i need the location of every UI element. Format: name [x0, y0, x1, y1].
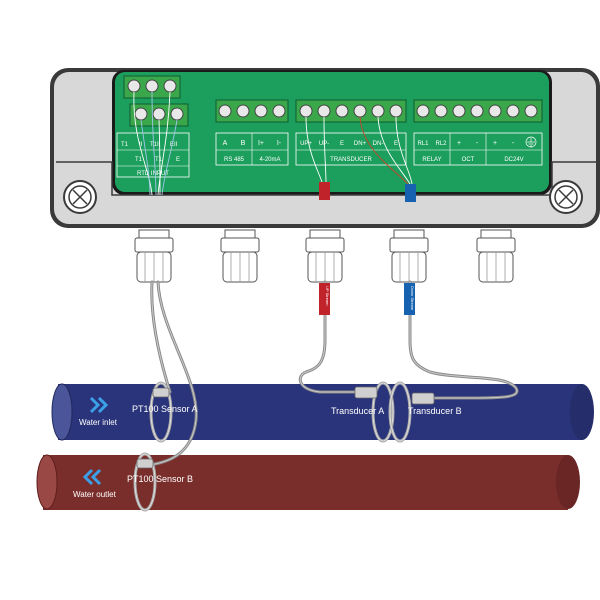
oct-group-label: OCT [462, 157, 475, 163]
downstream-tag-label: Down Stream [410, 286, 415, 311]
transducer-b-label: Transducer B [408, 406, 462, 416]
inlet-flow-arrow-icon [89, 396, 109, 414]
rtd-top-label-1: II [139, 142, 143, 148]
outlet-flow-arrow-icon [82, 468, 102, 486]
rtd-top-label-3: EII [170, 142, 178, 148]
transducer-label-4: DN- [373, 141, 384, 147]
rtd-terminal-block-top [123, 75, 181, 99]
dc-label-minus: - [512, 140, 515, 147]
pt100-sensor-a-clamp [149, 381, 173, 443]
cable-gland-5 [476, 229, 516, 283]
cable-gland-1 [134, 229, 174, 283]
cable-gland-3 [305, 229, 345, 283]
rs485-label-b: B [241, 140, 246, 147]
right-screw [549, 180, 583, 214]
rs485-ma-label-box: A B I+ I- RS 485 4-20mA [215, 132, 289, 166]
transducer-label-1: UP- [319, 141, 329, 147]
pt100-sensor-a-label: PT100 Sensor A [132, 404, 198, 414]
upstream-tag-label: UP Stream [325, 286, 330, 306]
transducer-label-0: UP+ [300, 141, 312, 147]
dc-label-plus: + [493, 140, 497, 147]
transducer-b [388, 381, 435, 443]
transducer-label-2: E [340, 141, 344, 147]
rs485-ma-terminal-block [215, 99, 289, 123]
transducer-cables [298, 280, 519, 400]
transducer-a-label: Transducer A [331, 406, 384, 416]
outlet-pipe [36, 454, 580, 510]
transducer-terminal-block [295, 99, 407, 123]
red-wire-tube [319, 182, 330, 200]
rtd-top-label-0: T1 [121, 142, 129, 148]
upstream-cable-tag: UP Stream [319, 283, 330, 315]
ma-label-minus: I- [277, 140, 282, 147]
internal-wires [133, 91, 413, 196]
device-enclosure: T1 II T1II EII T1 T1 E RTD INPUT A B I+ … [50, 68, 600, 228]
rtd-cables [148, 280, 198, 467]
downstream-cable-tag: Down Stream [404, 283, 415, 315]
relay-label-rl2: RL2 [435, 141, 447, 147]
enclosure-seam [56, 161, 596, 196]
ground-icon [525, 136, 537, 148]
transducer-group-label: TRANSDUCER [330, 157, 372, 163]
rtd-top-label-2: T1II [150, 142, 161, 148]
rtd-group-label: RTD INPUT [137, 171, 169, 177]
relay-oct-dc-terminal-block [413, 99, 543, 123]
blue-wire-tube [405, 184, 416, 202]
rs485-group-label: RS 485 [224, 157, 245, 163]
relay-group-label: RELAY [422, 157, 441, 163]
ma-label-plus: I+ [258, 140, 264, 147]
pt100-sensor-b-label: PT100 Sensor B [127, 474, 193, 484]
ma-group-label: 4-20mA [259, 157, 280, 163]
transducer-label-5: E [394, 141, 398, 147]
left-screw [63, 180, 97, 214]
rtd-bottom-label-1: T1 [155, 157, 163, 163]
inlet-label: Water inlet [79, 418, 118, 427]
outlet-label: Water outlet [73, 490, 117, 499]
cable-gland-2 [220, 229, 260, 283]
oct-label-plus: + [457, 140, 461, 147]
transducer-label-3: DN+ [354, 141, 367, 147]
relay-oct-dc-label-box: RL1 RL2 + - + - RELAY OCT DC24V [413, 132, 543, 166]
dc-group-label: DC24V [504, 157, 523, 163]
oct-label-minus: - [476, 140, 479, 147]
pt100-sensor-b-clamp [133, 452, 157, 512]
cable-gland-4 [389, 229, 429, 283]
rtd-bottom-label-0: T1 [135, 157, 143, 163]
rs485-label-a: A [223, 140, 228, 147]
rtd-terminal-block-bottom [129, 103, 189, 127]
relay-label-rl1: RL1 [417, 141, 429, 147]
transducer-a [354, 381, 395, 443]
rtd-bottom-label-2: E [176, 157, 180, 163]
